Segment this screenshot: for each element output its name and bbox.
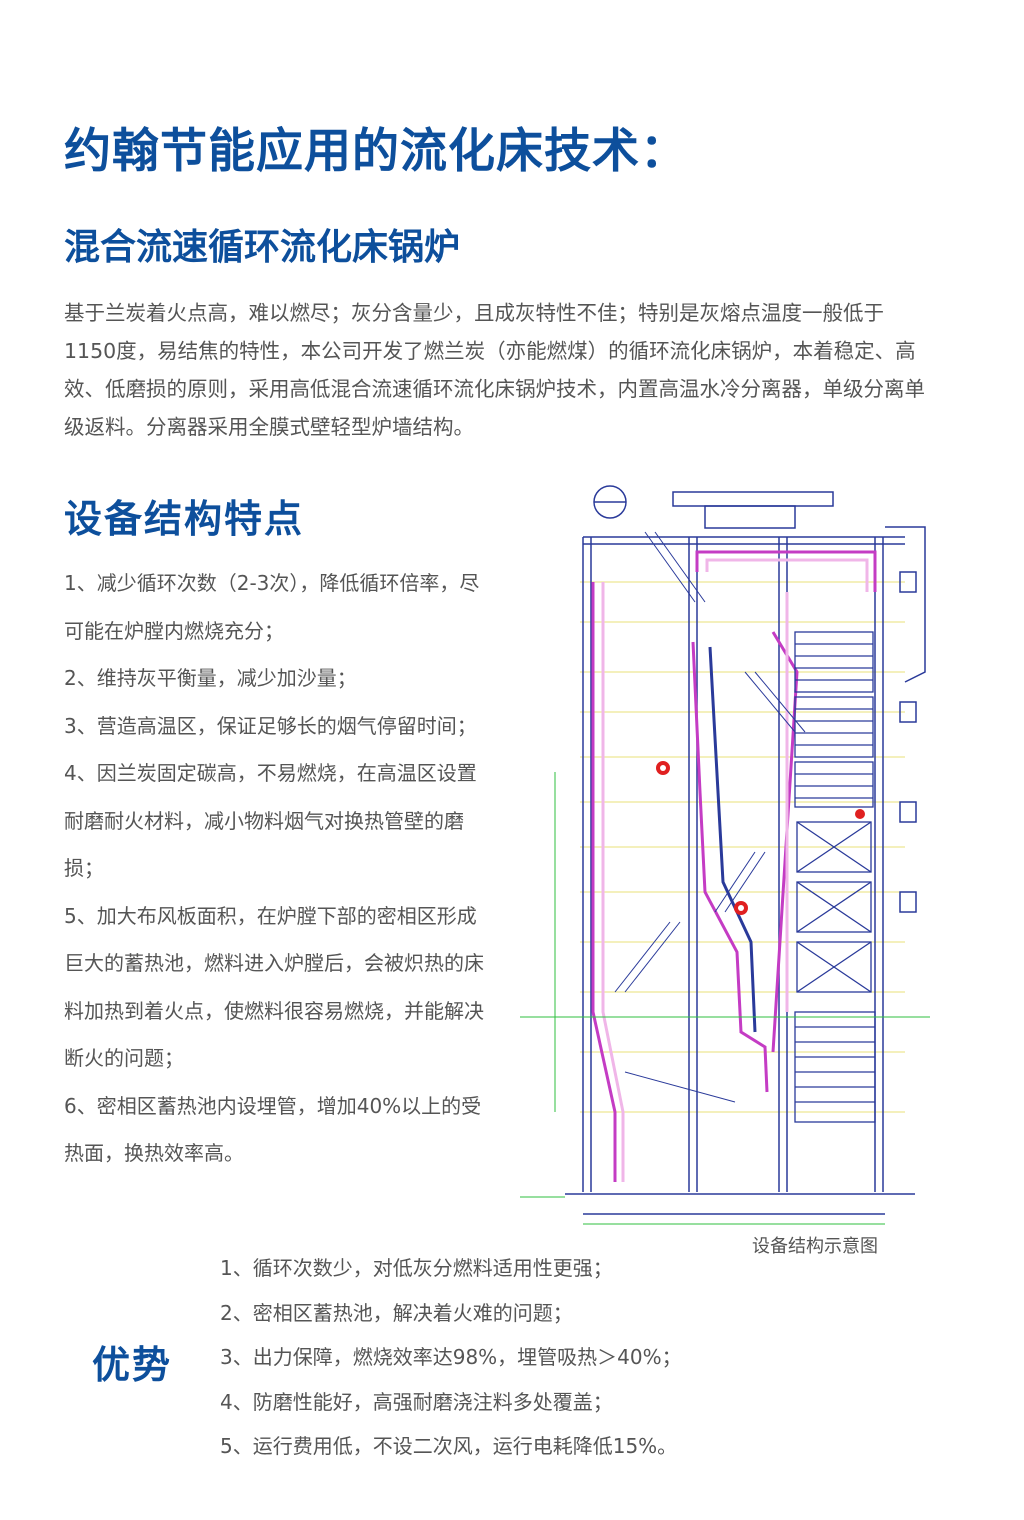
advantages-heading: 优势 [92, 1343, 173, 1387]
page-subtitle: 混合流速循环流化床锅炉 [64, 227, 461, 268]
feature-item: 5、加大布风板面积，在炉膛下部的密相区形成巨大的蓄热池，燃料进入炉膛后，会被炽热… [64, 903, 484, 1071]
page-title: 约翰节能应用的流化床技术： [64, 124, 688, 179]
feature-item: 6、密相区蓄热池内设埋管，增加40%以上的受热面，换热效率高。 [64, 1093, 482, 1166]
tube-bundles [794, 631, 876, 1123]
feature-item: 3、营造高温区，保证足够长的烟气停留时间； [64, 713, 477, 738]
advantage-item: 2、密相区蓄热池，解决着火难的问题； [220, 1300, 573, 1325]
furnace-walls [591, 550, 877, 1182]
features-heading: 设备结构特点 [64, 497, 305, 541]
dimension-lines [520, 772, 930, 1225]
feature-item: 1、减少循环次数（2-3次），降低循环倍率，尽可能在炉膛内燃烧充分； [64, 571, 480, 643]
advantage-item: 5、运行费用低，不设二次风，运行电耗降低15%。 [220, 1434, 678, 1458]
diagram-frame [565, 485, 915, 1215]
diagram-caption: 设备结构示意图 [752, 1236, 878, 1257]
advantages-list: 1、循环次数少，对低灰分燃料适用性更强； 2、密相区蓄热池，解决着火难的问题； … [220, 1246, 940, 1469]
advantage-item: 4、防磨性能好，高强耐磨浇注料多处覆盖； [220, 1389, 613, 1414]
feature-item: 4、因兰炭固定碳高，不易燃烧，在高温区设置耐磨耐火材料，减小物料烟气对换热管壁的… [64, 761, 477, 880]
measurement-markers [656, 761, 865, 915]
features-list: 1、减少循环次数（2-3次），降低循环倍率，尽可能在炉膛内燃烧充分； 2、维持灰… [64, 560, 484, 1178]
advantage-item: 3、出力保障，燃烧效率达98%，埋管吸热＞40%； [220, 1345, 682, 1369]
downcomer-pipe [885, 526, 926, 913]
intro-paragraph: 基于兰炭着火点高，难以燃尽；灰分含量少，且成灰特性不佳；特别是灰熔点温度一般低于… [64, 301, 925, 439]
boiler-structure-diagram [520, 485, 930, 1225]
advantage-item: 1、循环次数少，对低灰分燃料适用性更强； [220, 1256, 613, 1280]
feature-item: 2、维持灰平衡量，减少加沙量； [64, 666, 357, 690]
stairways [614, 531, 806, 1103]
